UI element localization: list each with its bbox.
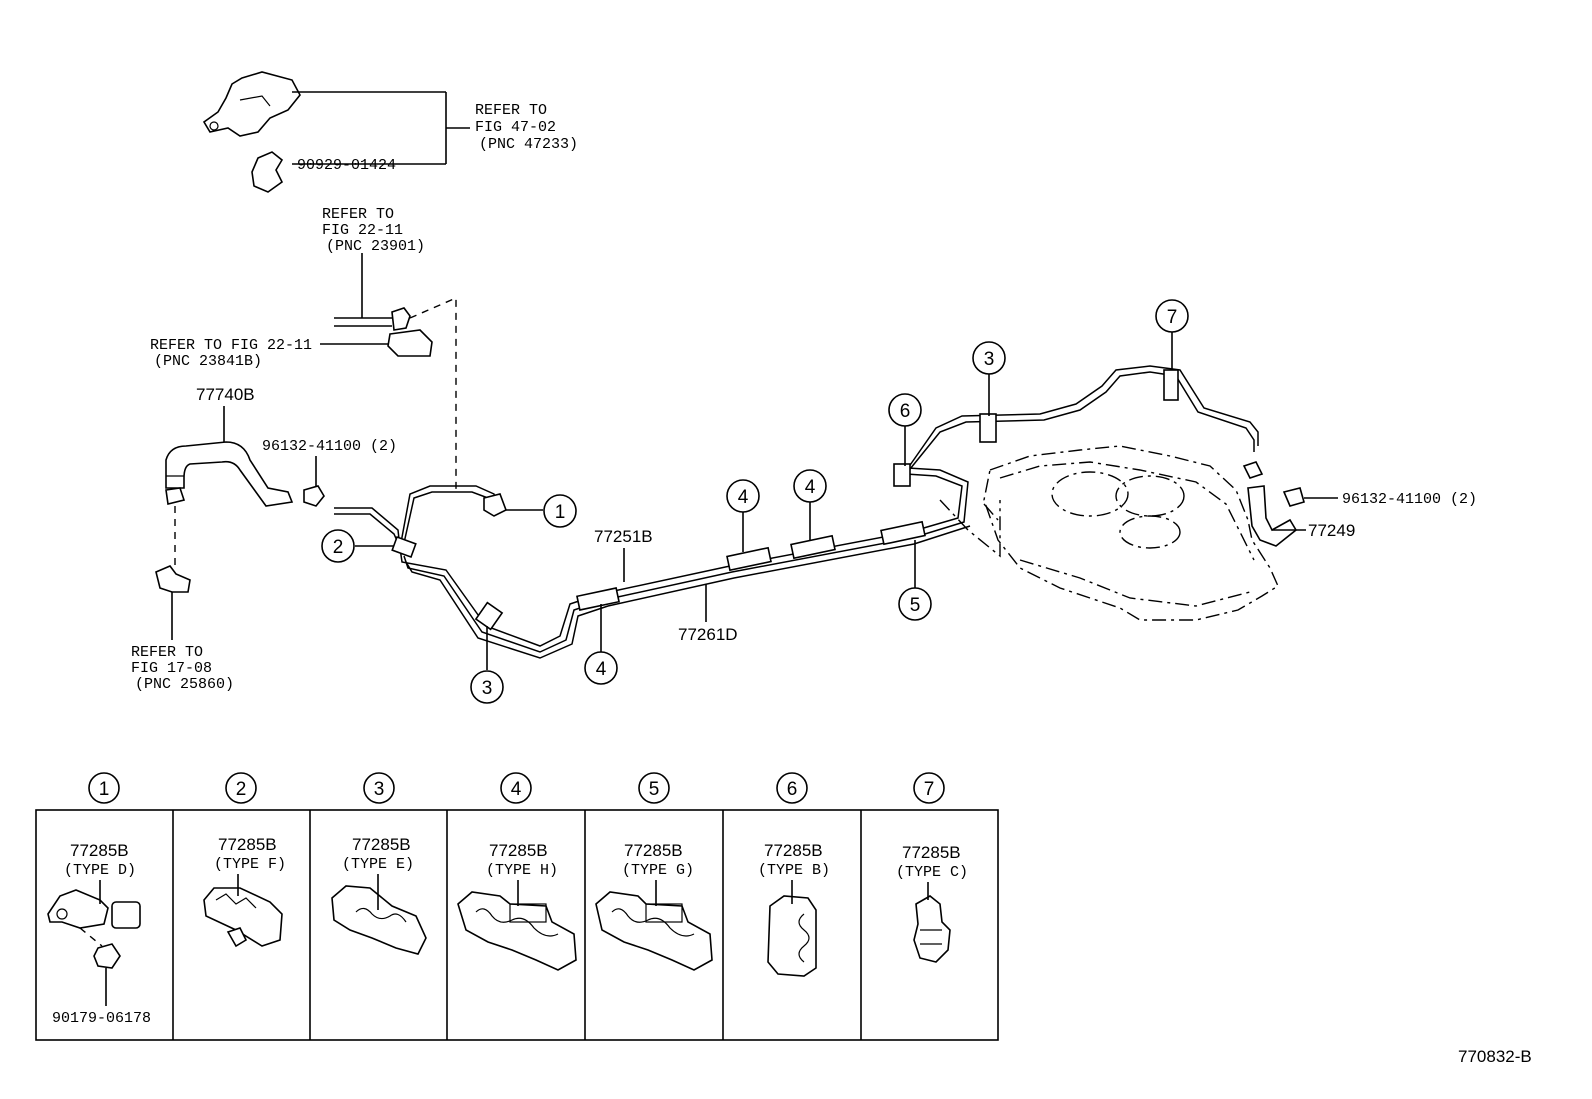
clamp-96132-left-icon bbox=[303, 485, 325, 507]
clip-90929-icon bbox=[251, 151, 284, 193]
callout-4-c bbox=[793, 469, 827, 503]
legend-7-type: (TYPE C) bbox=[896, 864, 968, 881]
legend-2-part: 77285B bbox=[218, 835, 277, 854]
legend-7-part: 77285B bbox=[902, 843, 961, 862]
callout-4-a-text: 4 bbox=[596, 659, 607, 680]
fuel-tank bbox=[939, 445, 1279, 621]
hose-77740b-group: 77740B REFER TO FIG 17-08 (PNC 25860) bbox=[131, 385, 294, 693]
ref-17-08-line1: REFER TO bbox=[131, 644, 203, 661]
callout-2-text: 2 bbox=[333, 537, 344, 558]
part-77251b-label: 77251B bbox=[594, 527, 653, 546]
ref-22-11-a-line3: (PNC 23901) bbox=[326, 238, 425, 255]
legend-frame bbox=[35, 809, 999, 1041]
legend-1-extra: 90179-06178 bbox=[52, 1010, 151, 1027]
callouts-main: 1 2 3 4 4 4 5 6 3 7 bbox=[321, 299, 1189, 704]
legend-5-type: (TYPE G) bbox=[622, 862, 694, 879]
callout-5 bbox=[898, 587, 932, 621]
fuel-tank-outline bbox=[983, 445, 1279, 621]
legend-num-6: 6 bbox=[787, 779, 798, 800]
pipe-labels: 77251B 77261D bbox=[594, 527, 738, 644]
callout-5-text: 5 bbox=[910, 595, 921, 616]
legend-callout-1 bbox=[88, 772, 120, 804]
ref-22-11-group: REFER TO FIG 22-11 (PNC 23901) REFER TO … bbox=[150, 206, 457, 494]
legend-1-part: 77285B bbox=[70, 841, 129, 860]
bracket-47233-group: REFER TO FIG 47-02 (PNC 47233) 90929-014… bbox=[202, 71, 578, 193]
valve-25860-icon bbox=[155, 565, 191, 593]
callout-7 bbox=[1155, 299, 1189, 333]
legend-3-type: (TYPE E) bbox=[342, 856, 414, 873]
legend-num-2: 2 bbox=[236, 779, 247, 800]
figure-code: 770832-B bbox=[1458, 1047, 1532, 1066]
part-96132-right-label: 96132-41100 (2) bbox=[1342, 491, 1477, 508]
legend-4-type: (TYPE H) bbox=[486, 862, 558, 879]
clamp-type-c-icon bbox=[913, 895, 951, 963]
legend-callout-7 bbox=[913, 772, 945, 804]
hose-77740b-icon bbox=[165, 441, 294, 507]
callout-3-bottom-text: 3 bbox=[482, 678, 493, 699]
callout-6 bbox=[888, 393, 922, 427]
legend-callout-4 bbox=[500, 772, 532, 804]
legend-num-3: 3 bbox=[374, 779, 385, 800]
legend-callout-2 bbox=[225, 772, 257, 804]
tank-sender-opening bbox=[1051, 471, 1129, 517]
ref-17-08-line2: FIG 17-08 bbox=[131, 660, 212, 677]
part-77261d-label: 77261D bbox=[678, 625, 738, 644]
hose-23841b-icon bbox=[387, 329, 433, 357]
ref-22-11-b-line2: (PNC 23841B) bbox=[154, 353, 262, 370]
callout-4-c-text: 4 bbox=[805, 477, 816, 498]
clamp-type-d-icon bbox=[47, 889, 109, 929]
callout-4-b-text: 4 bbox=[738, 487, 749, 508]
callout-1-text: 1 bbox=[555, 502, 566, 523]
legend-callout-3 bbox=[363, 772, 395, 804]
ref-22-11-b-line1: REFER TO FIG 22-11 bbox=[150, 337, 312, 354]
legend-num-7: 7 bbox=[924, 779, 935, 800]
clamp-legend-table: 1 2 3 4 5 6 7 77285B (TYPE D) 90179-0617… bbox=[35, 772, 999, 1041]
legend-1-type: (TYPE D) bbox=[64, 862, 136, 879]
fuel-lines bbox=[334, 365, 1259, 659]
legend-callout-5 bbox=[638, 772, 670, 804]
callout-6-text: 6 bbox=[900, 401, 911, 422]
callout-1 bbox=[543, 494, 577, 528]
callout-3-bottom bbox=[470, 670, 504, 704]
callout-4-a bbox=[584, 651, 618, 685]
legend-num-1: 1 bbox=[99, 779, 110, 800]
callout-7-text: 7 bbox=[1167, 307, 1178, 328]
ref-47-02-line3: (PNC 47233) bbox=[479, 136, 578, 153]
filler-clamp-icon bbox=[1242, 461, 1264, 479]
ref-22-11-a-line2: FIG 22-11 bbox=[322, 222, 403, 239]
part-90929-label: 90929-01424 bbox=[297, 157, 396, 174]
part-96132-left-label: 96132-41100 (2) bbox=[262, 438, 397, 455]
nut-90179-icon bbox=[93, 943, 121, 969]
part-77740b-label: 77740B bbox=[196, 385, 255, 404]
callout-3-top-text: 3 bbox=[984, 349, 995, 370]
ref-47-02-line1: REFER TO bbox=[475, 102, 547, 119]
ref-47-02-line2: FIG 47-02 bbox=[475, 119, 556, 136]
callout-2 bbox=[321, 529, 355, 563]
legend-2-type: (TYPE F) bbox=[214, 856, 286, 873]
bracket-part-icon bbox=[202, 71, 301, 137]
clamp-96132-left-group: 96132-41100 (2) bbox=[262, 438, 397, 507]
legend-3-part: 77285B bbox=[352, 835, 411, 854]
ref-17-08-line3: (PNC 25860) bbox=[135, 676, 234, 693]
clamp-type-e-icon bbox=[331, 885, 427, 955]
legend-6-part: 77285B bbox=[764, 841, 823, 860]
legend-num-5: 5 bbox=[649, 779, 660, 800]
part-77249-label: 77249 bbox=[1308, 521, 1355, 540]
legend-4-part: 77285B bbox=[489, 841, 548, 860]
legend-6-type: (TYPE B) bbox=[758, 862, 830, 879]
ref-22-11-a-line1: REFER TO bbox=[322, 206, 394, 223]
filler-hose-group: 96132-41100 (2) 77249 bbox=[1242, 461, 1477, 547]
hose-clamp-icon bbox=[165, 487, 186, 505]
legend-callout-6 bbox=[776, 772, 808, 804]
hose-77249-icon bbox=[1247, 485, 1298, 547]
callout-3-top bbox=[972, 341, 1006, 375]
legend-num-4: 4 bbox=[511, 779, 522, 800]
clamp-type-f-icon bbox=[203, 887, 283, 947]
legend-5-part: 77285B bbox=[624, 841, 683, 860]
fitting-23901-icon bbox=[391, 307, 411, 331]
callout-4-b bbox=[726, 479, 760, 513]
clamp-96132-right-icon bbox=[1282, 487, 1305, 507]
